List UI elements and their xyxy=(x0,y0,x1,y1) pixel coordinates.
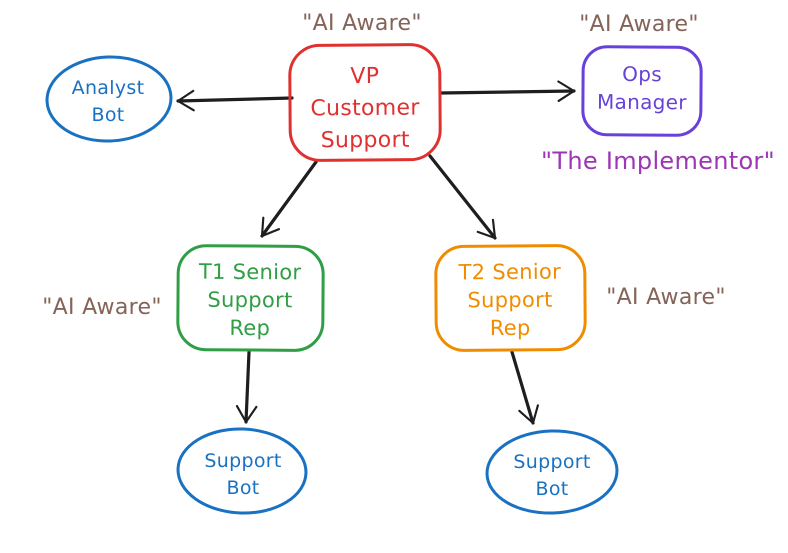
analyst-bot-label-line2: Bot xyxy=(91,104,124,126)
edge-vp-to-ops-manager xyxy=(439,80,576,103)
node-ops-manager: Ops Manager xyxy=(581,45,703,137)
vp-label-line1: VP xyxy=(350,64,379,89)
edge-vp-to-t2-rep xyxy=(428,154,497,240)
t2-rep-label-line3: Rep xyxy=(490,316,531,340)
analyst-bot-ellipse xyxy=(45,55,173,143)
edge-vp-to-analyst-bot xyxy=(176,89,294,112)
annotations: "AI Aware" "AI Aware" "The Implementor" … xyxy=(42,11,775,320)
edge-t1-to-support-bot xyxy=(235,350,258,424)
annotation-the-implementor: "The Implementor" xyxy=(541,147,775,175)
node-support-bot-right: Support Bot xyxy=(485,429,619,515)
vp-label-line3: Support xyxy=(321,128,410,154)
vp-box xyxy=(288,43,442,162)
annotation-ai-aware-t2: "AI Aware" xyxy=(606,285,726,310)
support-bot-left-label-line1: Support xyxy=(204,450,281,472)
node-vp-customer-support: VP Customer Support xyxy=(288,43,442,162)
node-support-bot-left: Support Bot xyxy=(176,427,308,515)
support-bot-right-label-line1: Support xyxy=(513,451,590,473)
t1-rep-box xyxy=(176,244,325,352)
t2-rep-label-line2: Support xyxy=(467,288,552,313)
t2-rep-label-line1: T2 Senior xyxy=(458,260,562,285)
support-bot-left-ellipse xyxy=(176,427,308,515)
ops-manager-label-line1: Ops xyxy=(622,62,662,86)
ops-manager-box xyxy=(581,45,703,137)
t1-rep-label-line3: Rep xyxy=(229,316,270,340)
analyst-bot-label-line1: Analyst xyxy=(72,77,145,99)
t2-rep-box xyxy=(434,244,587,352)
support-bot-right-ellipse xyxy=(485,429,619,515)
ops-manager-label-line2: Manager xyxy=(597,90,687,115)
edges xyxy=(176,80,576,425)
annotation-ai-aware-ops: "AI Aware" xyxy=(579,12,699,37)
node-t1-senior-support-rep: T1 Senior Support Rep xyxy=(176,244,325,352)
node-t2-senior-support-rep: T2 Senior Support Rep xyxy=(434,244,587,352)
vp-label-line2: Customer xyxy=(310,96,420,122)
annotation-ai-aware-vp: "AI Aware" xyxy=(302,11,422,36)
support-bot-left-label-line2: Bot xyxy=(226,477,259,499)
support-bot-right-label-line2: Bot xyxy=(535,478,568,500)
t1-rep-label-line1: T1 Senior xyxy=(198,260,302,285)
annotation-ai-aware-t1: "AI Aware" xyxy=(42,295,162,320)
edge-vp-to-t1-rep xyxy=(260,160,318,238)
node-analyst-bot: Analyst Bot xyxy=(45,55,173,143)
edge-t2-to-support-bot xyxy=(510,350,539,425)
t1-rep-label-line2: Support xyxy=(207,288,292,313)
